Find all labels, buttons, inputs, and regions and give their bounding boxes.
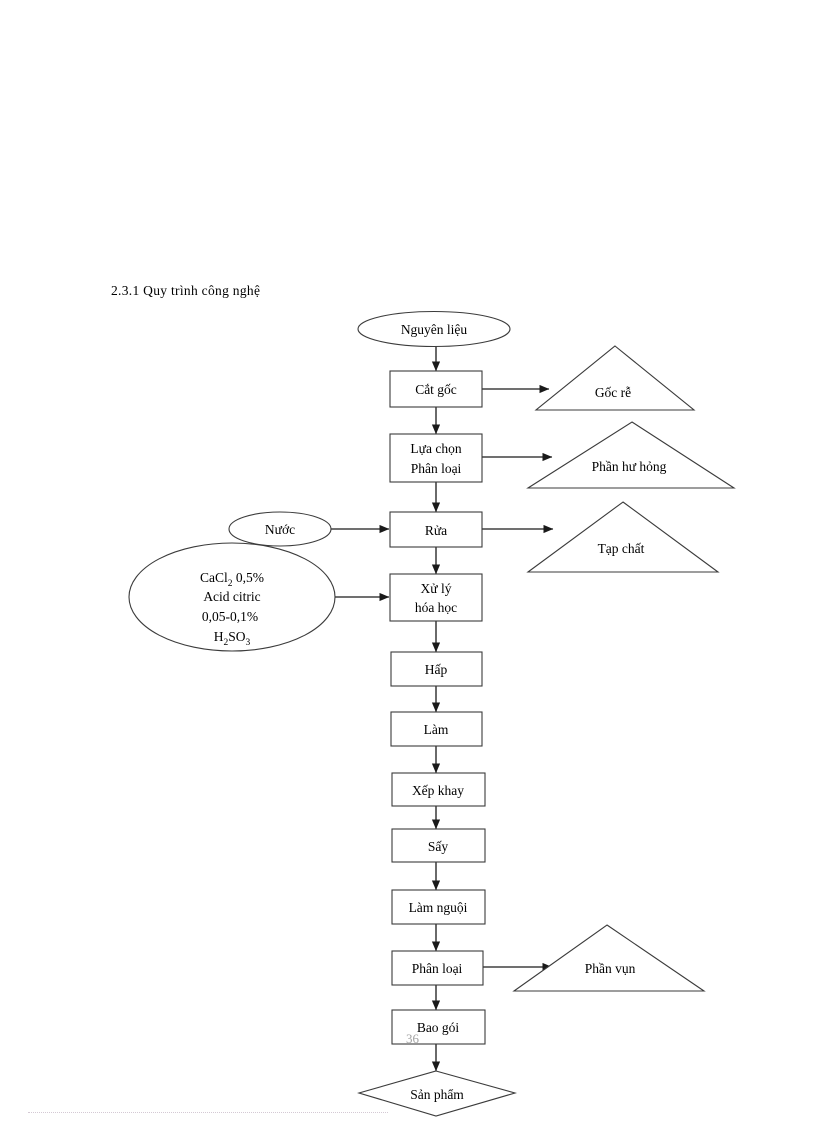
node-label-line1: Lựa chọn	[410, 441, 461, 456]
rect-shape	[389, 573, 483, 622]
node-tap-chat[interactable]: Tạp chất	[526, 501, 720, 573]
section-heading: 2.3.1 Quy trình công nghệ	[111, 283, 261, 298]
node-label: Hấp	[425, 662, 448, 677]
node-cat-goc[interactable]: Cắt gốc	[389, 370, 483, 408]
rect-shape	[391, 1009, 486, 1045]
node-label-line2: hóa học	[415, 600, 457, 615]
node-chemical-solution[interactable]: CaCl2 0,5% Acid citric 0,05-0,1% H2SO3	[128, 542, 336, 652]
chem-h2so3-sub2: 3	[246, 638, 251, 648]
node-label-line1: Xử lý	[421, 581, 452, 596]
node-label: Làm nguội	[409, 900, 468, 915]
node-nuoc[interactable]: Nước	[228, 511, 332, 547]
node-goc-re[interactable]: Gốc rễ	[534, 345, 696, 411]
node-label: Nguyên liệu	[401, 322, 468, 337]
rect-shape	[390, 651, 483, 687]
rect-shape	[390, 711, 483, 747]
node-bao-goi[interactable]: Bao gói	[391, 1009, 486, 1045]
footer-divider	[28, 1112, 388, 1113]
node-label: Bao gói	[417, 1020, 460, 1035]
connectors	[331, 345, 554, 1072]
node-label: Rửa	[425, 523, 447, 538]
node-say[interactable]: Sấy	[391, 828, 486, 863]
node-label: Tạp chất	[598, 541, 645, 556]
rect-shape	[391, 950, 484, 986]
node-phan-hu-hong[interactable]: Phần hư hỏng	[526, 421, 736, 489]
ellipse-shape	[357, 310, 511, 348]
node-label: Phần hư hỏng	[592, 459, 667, 474]
node-rua[interactable]: Rửa	[389, 511, 483, 548]
node-label-line4: H2SO3	[214, 629, 251, 648]
node-label: Làm	[424, 722, 449, 737]
node-lam[interactable]: Làm	[390, 711, 483, 747]
chem-h2so3-sub1: 2	[223, 638, 228, 648]
node-lua-chon-phan-loai[interactable]: Lựa chọn Phân loại	[389, 433, 483, 483]
ellipse-shape	[128, 542, 336, 652]
node-label-line1: CaCl2 0,5%	[200, 570, 264, 589]
rect-shape	[389, 511, 483, 548]
node-nguyen-lieu[interactable]: Nguyên liệu	[357, 310, 511, 348]
node-label: Phần vụn	[585, 961, 636, 976]
node-xep-khay[interactable]: Xếp khay	[391, 772, 486, 807]
rect-shape	[389, 433, 483, 483]
rect-shape	[391, 889, 486, 925]
node-label: Phân loại	[412, 961, 463, 976]
node-san-pham[interactable]: Sản phẩm	[357, 1070, 518, 1117]
rect-shape	[391, 828, 486, 863]
node-label: Nước	[265, 522, 295, 537]
node-hap[interactable]: Hấp	[390, 651, 483, 687]
rect-shape	[391, 772, 486, 807]
ellipse-shape	[228, 511, 332, 547]
node-xu-ly-hoa-hoc[interactable]: Xử lý hóa học	[389, 573, 483, 622]
node-label-line3: 0,05-0,1%	[202, 609, 258, 624]
node-phan-loai[interactable]: Phân loại	[391, 950, 484, 986]
node-phan-vun[interactable]: Phần vụn	[512, 924, 706, 992]
triangle-shape	[534, 345, 696, 411]
node-label: Cắt gốc	[415, 382, 457, 397]
node-label: Sấy	[428, 839, 449, 854]
chem-cacl2-text: CaCl	[200, 570, 228, 585]
page-number: 36	[406, 1031, 419, 1046]
node-label: Xếp khay	[412, 783, 464, 798]
node-label-line2: Acid citric	[203, 589, 260, 604]
chem-cacl2-subscript: 2	[228, 579, 233, 589]
node-lam-nguoi[interactable]: Làm nguội	[391, 889, 486, 925]
diamond-shape	[357, 1070, 518, 1117]
triangle-shape	[526, 501, 720, 573]
chem-cacl2-percent: 0,5%	[233, 570, 265, 585]
triangle-shape	[512, 924, 706, 992]
chem-h2so3-so: SO	[228, 629, 246, 644]
chem-h2so3-h: H	[214, 629, 224, 644]
node-label: Sản phẩm	[410, 1087, 464, 1102]
node-label-line2: Phân loại	[411, 461, 462, 476]
rect-shape	[389, 370, 483, 408]
triangle-shape	[526, 421, 736, 489]
node-label: Gốc rễ	[595, 385, 631, 400]
